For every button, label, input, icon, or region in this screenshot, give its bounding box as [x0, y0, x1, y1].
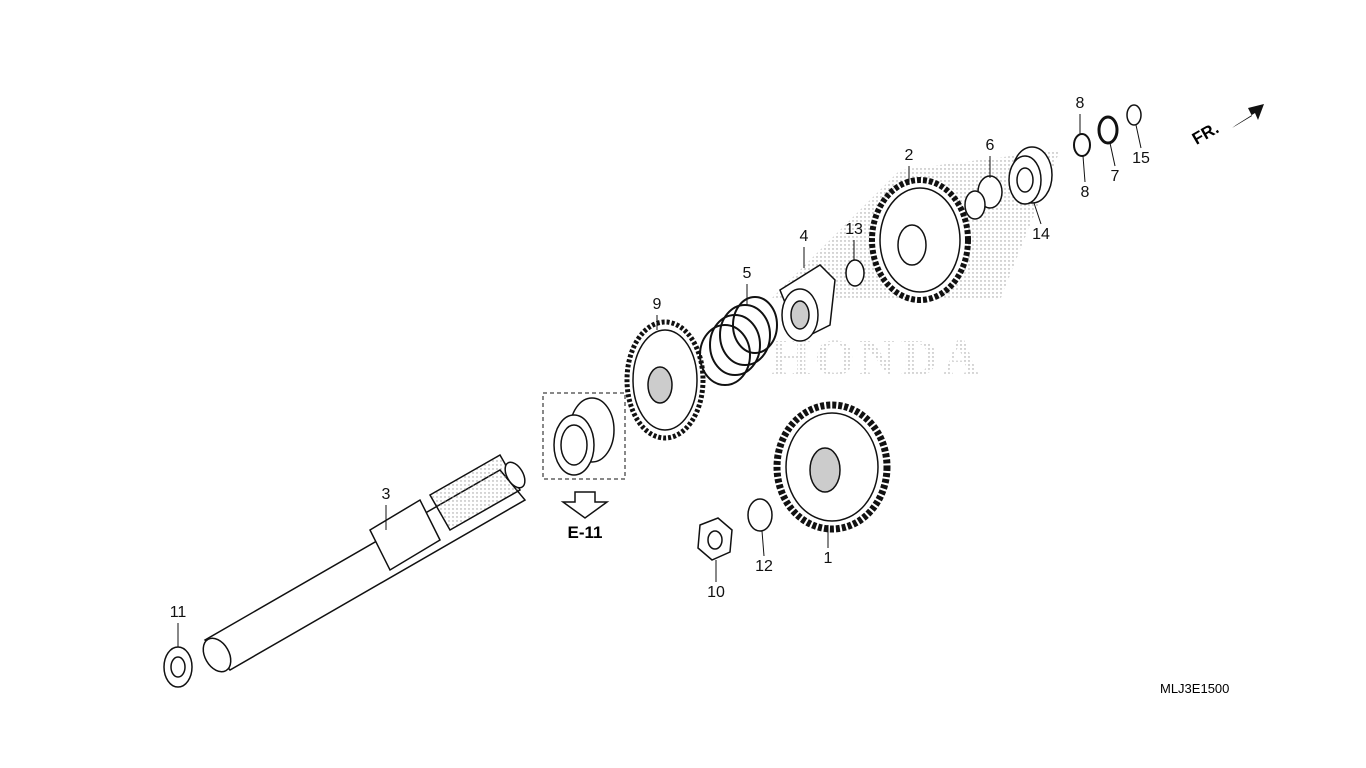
callout-11[interactable]: 11 — [169, 604, 187, 621]
circlip-8 — [1073, 133, 1091, 157]
leader-lines — [177, 114, 1142, 647]
callout-12[interactable]: 12 — [755, 558, 773, 575]
callout-1[interactable]: 1 — [823, 550, 833, 567]
callout-2[interactable]: 2 — [904, 147, 914, 164]
callout-8-bottom[interactable]: 8 — [1080, 184, 1090, 201]
lock-nut — [163, 646, 193, 688]
spring — [699, 296, 778, 386]
gear-2 — [869, 177, 971, 303]
reference-arrow-icon — [560, 491, 610, 519]
washer-12 — [747, 498, 773, 532]
callout-13[interactable]: 13 — [845, 221, 863, 238]
seal-7 — [1097, 115, 1119, 145]
callout-3[interactable]: 3 — [381, 486, 391, 503]
ring-15 — [1126, 104, 1142, 126]
washer-13 — [845, 259, 865, 287]
callout-15[interactable]: 15 — [1132, 150, 1150, 167]
cam — [779, 264, 836, 342]
collar — [964, 175, 1003, 220]
callout-4[interactable]: 4 — [799, 228, 809, 245]
bearing — [553, 397, 615, 476]
callout-10[interactable]: 10 — [707, 584, 725, 601]
reference-link-e11[interactable]: E-11 — [567, 523, 603, 542]
gear-1 — [773, 401, 891, 533]
callout-8-top[interactable]: 8 — [1075, 95, 1085, 112]
callout-14[interactable]: 14 — [1032, 226, 1050, 243]
bearing-14 — [1008, 146, 1053, 205]
main-shaft — [202, 453, 527, 673]
front-arrow-icon — [1232, 104, 1264, 128]
diagram-code: MLJ3E1500 — [1160, 681, 1230, 696]
callout-7[interactable]: 7 — [1110, 168, 1120, 185]
gear-9 — [624, 319, 706, 441]
callout-5[interactable]: 5 — [742, 265, 752, 282]
nut-10 — [697, 517, 733, 561]
callout-6[interactable]: 6 — [985, 137, 995, 154]
callout-9[interactable]: 9 — [652, 296, 662, 313]
